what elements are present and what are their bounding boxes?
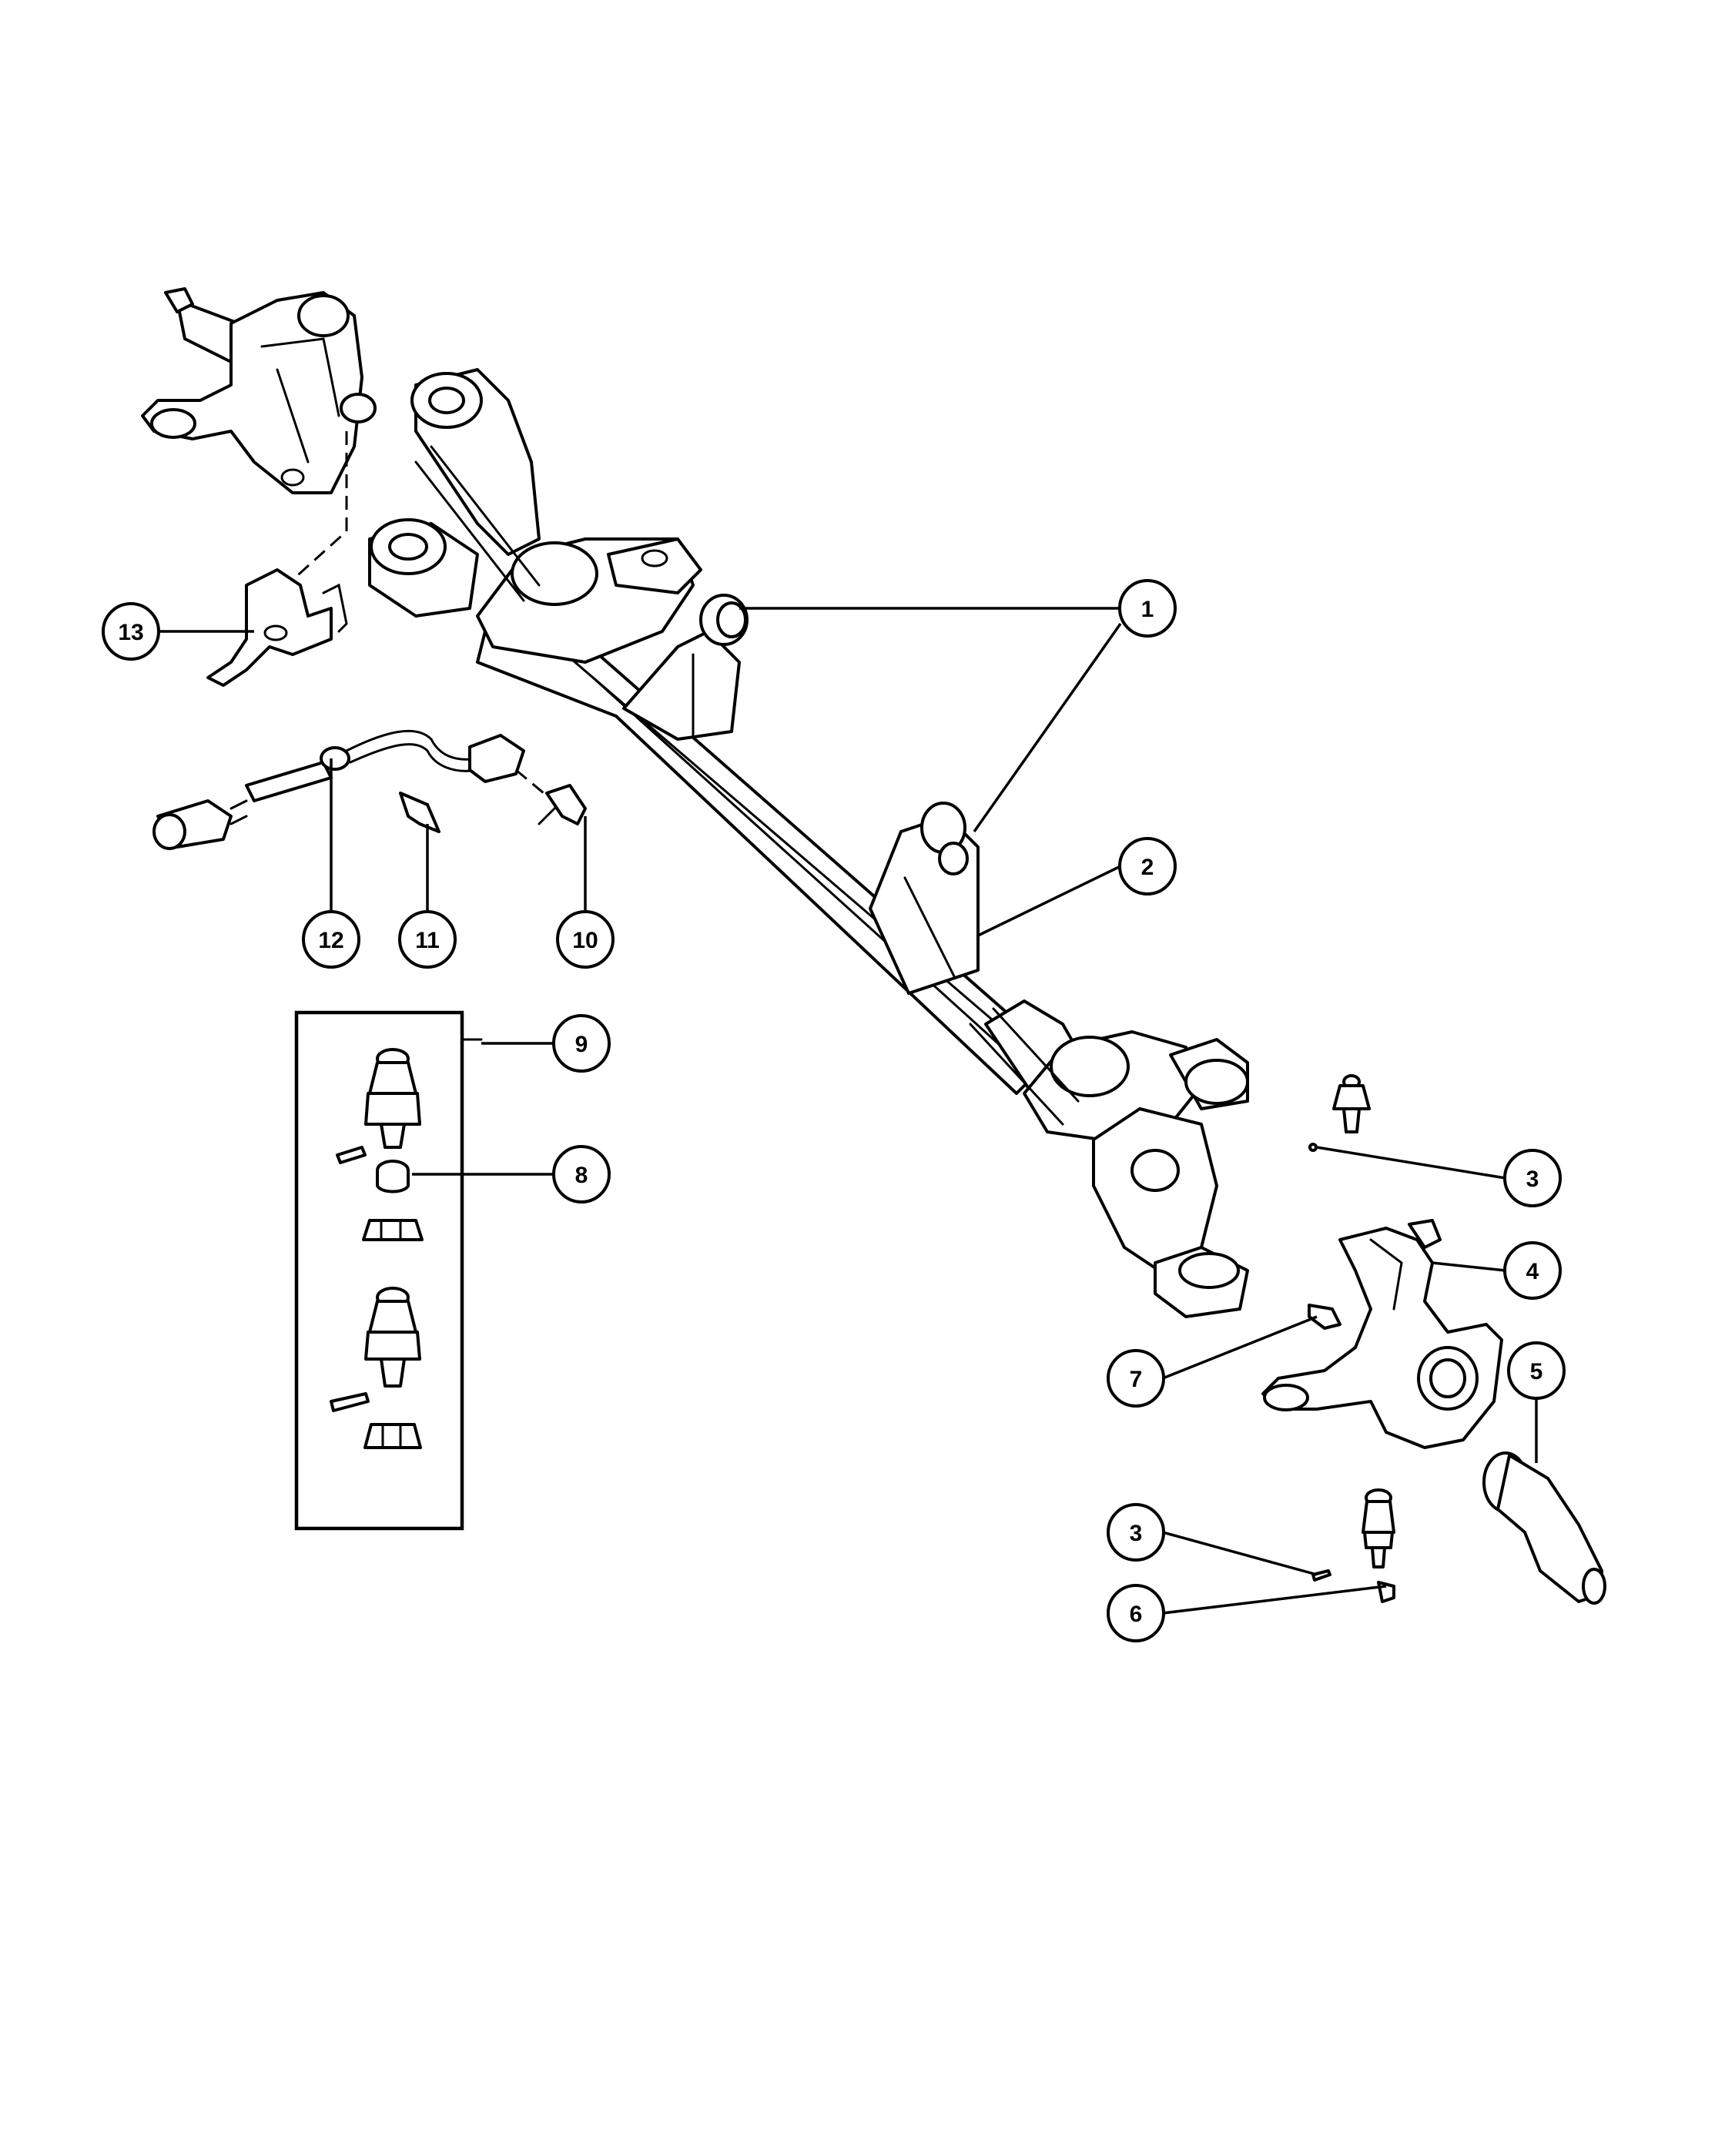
callout-7: 7 xyxy=(1107,1349,1165,1408)
callout-label: 12 xyxy=(318,928,343,953)
callout-label: 5 xyxy=(1530,1359,1543,1384)
ball-joint-right-upper xyxy=(1308,1074,1371,1152)
callout-8: 8 xyxy=(552,1145,611,1204)
clip-part-7 xyxy=(1308,1304,1341,1330)
steering-knuckle-part-4 xyxy=(1261,1219,1503,1449)
callout-4: 4 xyxy=(1503,1241,1562,1300)
sensor-wire-assembly xyxy=(152,729,587,850)
callout-label: 1 xyxy=(1141,597,1154,622)
callout-label: 11 xyxy=(415,928,440,953)
callout-12: 12 xyxy=(302,910,360,969)
callout-label: 6 xyxy=(1130,1602,1143,1627)
callout-3-upper: 3 xyxy=(1503,1149,1562,1207)
callout-label: 3 xyxy=(1526,1167,1539,1192)
callout-label: 8 xyxy=(575,1163,588,1188)
spindle-part-5 xyxy=(1482,1451,1606,1605)
leader-lines xyxy=(158,607,1538,1615)
callout-11: 11 xyxy=(398,910,457,969)
callout-label: 7 xyxy=(1130,1367,1143,1392)
bracket-part-13 xyxy=(206,568,348,687)
callout-label: 10 xyxy=(572,928,598,953)
callout-9: 9 xyxy=(552,1014,611,1073)
callout-5: 5 xyxy=(1507,1341,1566,1400)
callout-label: 2 xyxy=(1141,855,1154,880)
callout-2: 2 xyxy=(1118,837,1177,896)
callout-6: 6 xyxy=(1107,1584,1165,1642)
callout-13: 13 xyxy=(102,602,160,661)
ball-joint-right-lower xyxy=(1311,1488,1395,1603)
callout-1: 1 xyxy=(1118,579,1177,638)
callout-label: 9 xyxy=(575,1032,588,1057)
steering-knuckle-upper-left xyxy=(141,287,377,494)
kit-box xyxy=(294,1010,464,1531)
callout-3-lower: 3 xyxy=(1107,1503,1165,1562)
axle-beam xyxy=(476,594,1057,1095)
callout-10: 10 xyxy=(556,910,615,969)
axle-left-yoke xyxy=(368,368,702,664)
ball-joint-kit xyxy=(294,1010,483,1531)
callout-label: 4 xyxy=(1526,1259,1539,1284)
axle-right-yoke xyxy=(969,999,1249,1318)
callout-label: 13 xyxy=(118,620,143,645)
callout-label: 3 xyxy=(1130,1521,1143,1546)
